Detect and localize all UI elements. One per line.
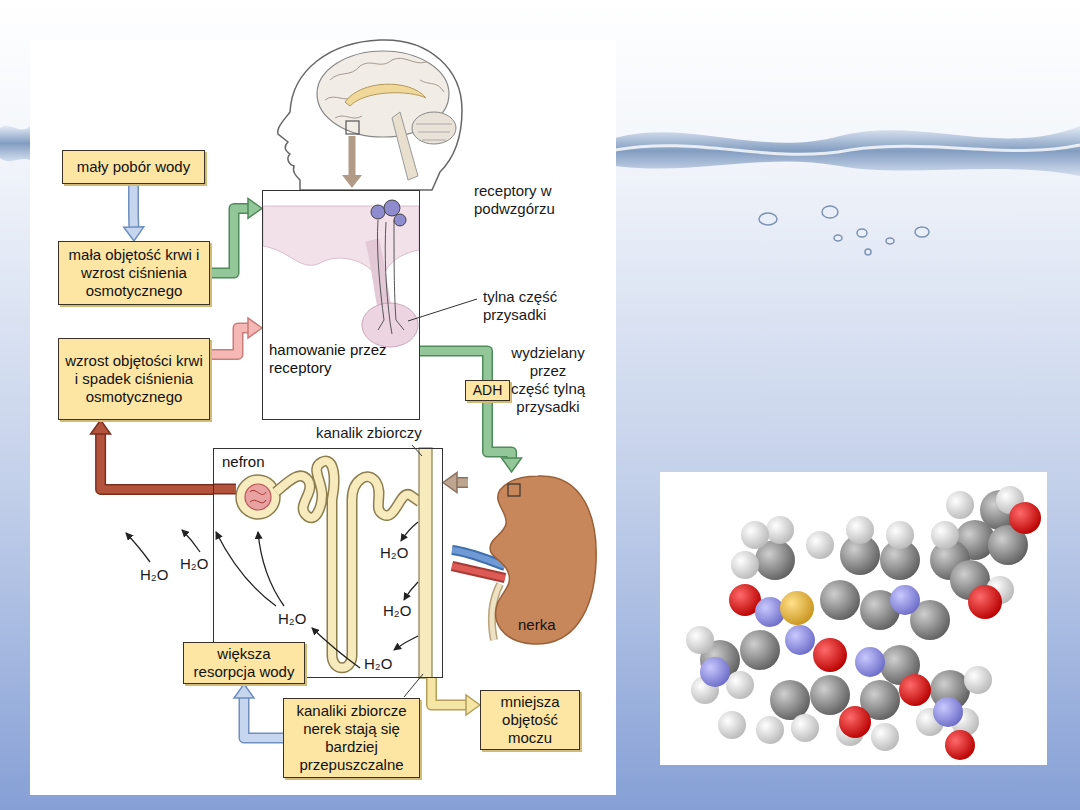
water-label: H₂O <box>362 655 394 673</box>
note-label: wydzielany przez część tylną przysadki <box>510 344 586 416</box>
node-text: mały pobór wody <box>69 158 198 176</box>
part-label: receptory w podwzgórzu <box>474 182 599 218</box>
flow-arrow <box>210 318 262 354</box>
flow-arrow <box>124 184 144 241</box>
water-label: H₂O <box>178 555 210 573</box>
process-box: mała objętość krwi i wzrost ciśnienia os… <box>58 241 210 305</box>
kidney-shape: nerka <box>468 472 600 648</box>
flow-arrow <box>91 420 213 489</box>
part-label: kanalik zbiorczy <box>316 424 422 442</box>
process-box: mały pobór wody <box>62 150 205 184</box>
node-text: nefron <box>222 453 292 471</box>
flow-arrow <box>443 473 468 493</box>
process-box: kanaliki zbiorcze nerek stają się bardzi… <box>283 698 420 778</box>
process-box: wzrost objętości krwi i spadek ciśnienia… <box>58 338 210 420</box>
water-label: H₂O <box>276 610 308 628</box>
flow-arrow <box>420 351 488 380</box>
process-box: mniejsza objętość moczu <box>480 690 580 750</box>
node-text: ADH <box>470 382 505 399</box>
node-text: hamowanie przez receptory <box>269 341 401 377</box>
process-box: większa resorpcja wody <box>183 642 305 684</box>
node-text: kanaliki zbiorcze nerek stają się bardzi… <box>290 702 413 774</box>
node-text: wzrost objętości krwi i spadek ciśnienia… <box>65 352 203 406</box>
water-label: H₂O <box>381 602 413 620</box>
node-text: mniejsza objętość moczu <box>487 693 573 747</box>
hormone-box: ADH <box>465 380 510 401</box>
flow-arrow <box>234 684 283 738</box>
water-label: H₂O <box>138 566 170 584</box>
node-text: nerka <box>518 616 580 634</box>
flow-arrow <box>432 678 481 715</box>
water-label: H₂O <box>378 544 410 562</box>
node-text: mała objętość krwi i wzrost ciśnienia os… <box>65 246 203 300</box>
part-label: tylna część przysadki <box>483 288 588 324</box>
hypothalamus-panel: hamowanie przez receptory <box>262 190 420 420</box>
flow-arrow <box>210 198 262 273</box>
node-text: większa resorpcja wody <box>190 645 298 681</box>
